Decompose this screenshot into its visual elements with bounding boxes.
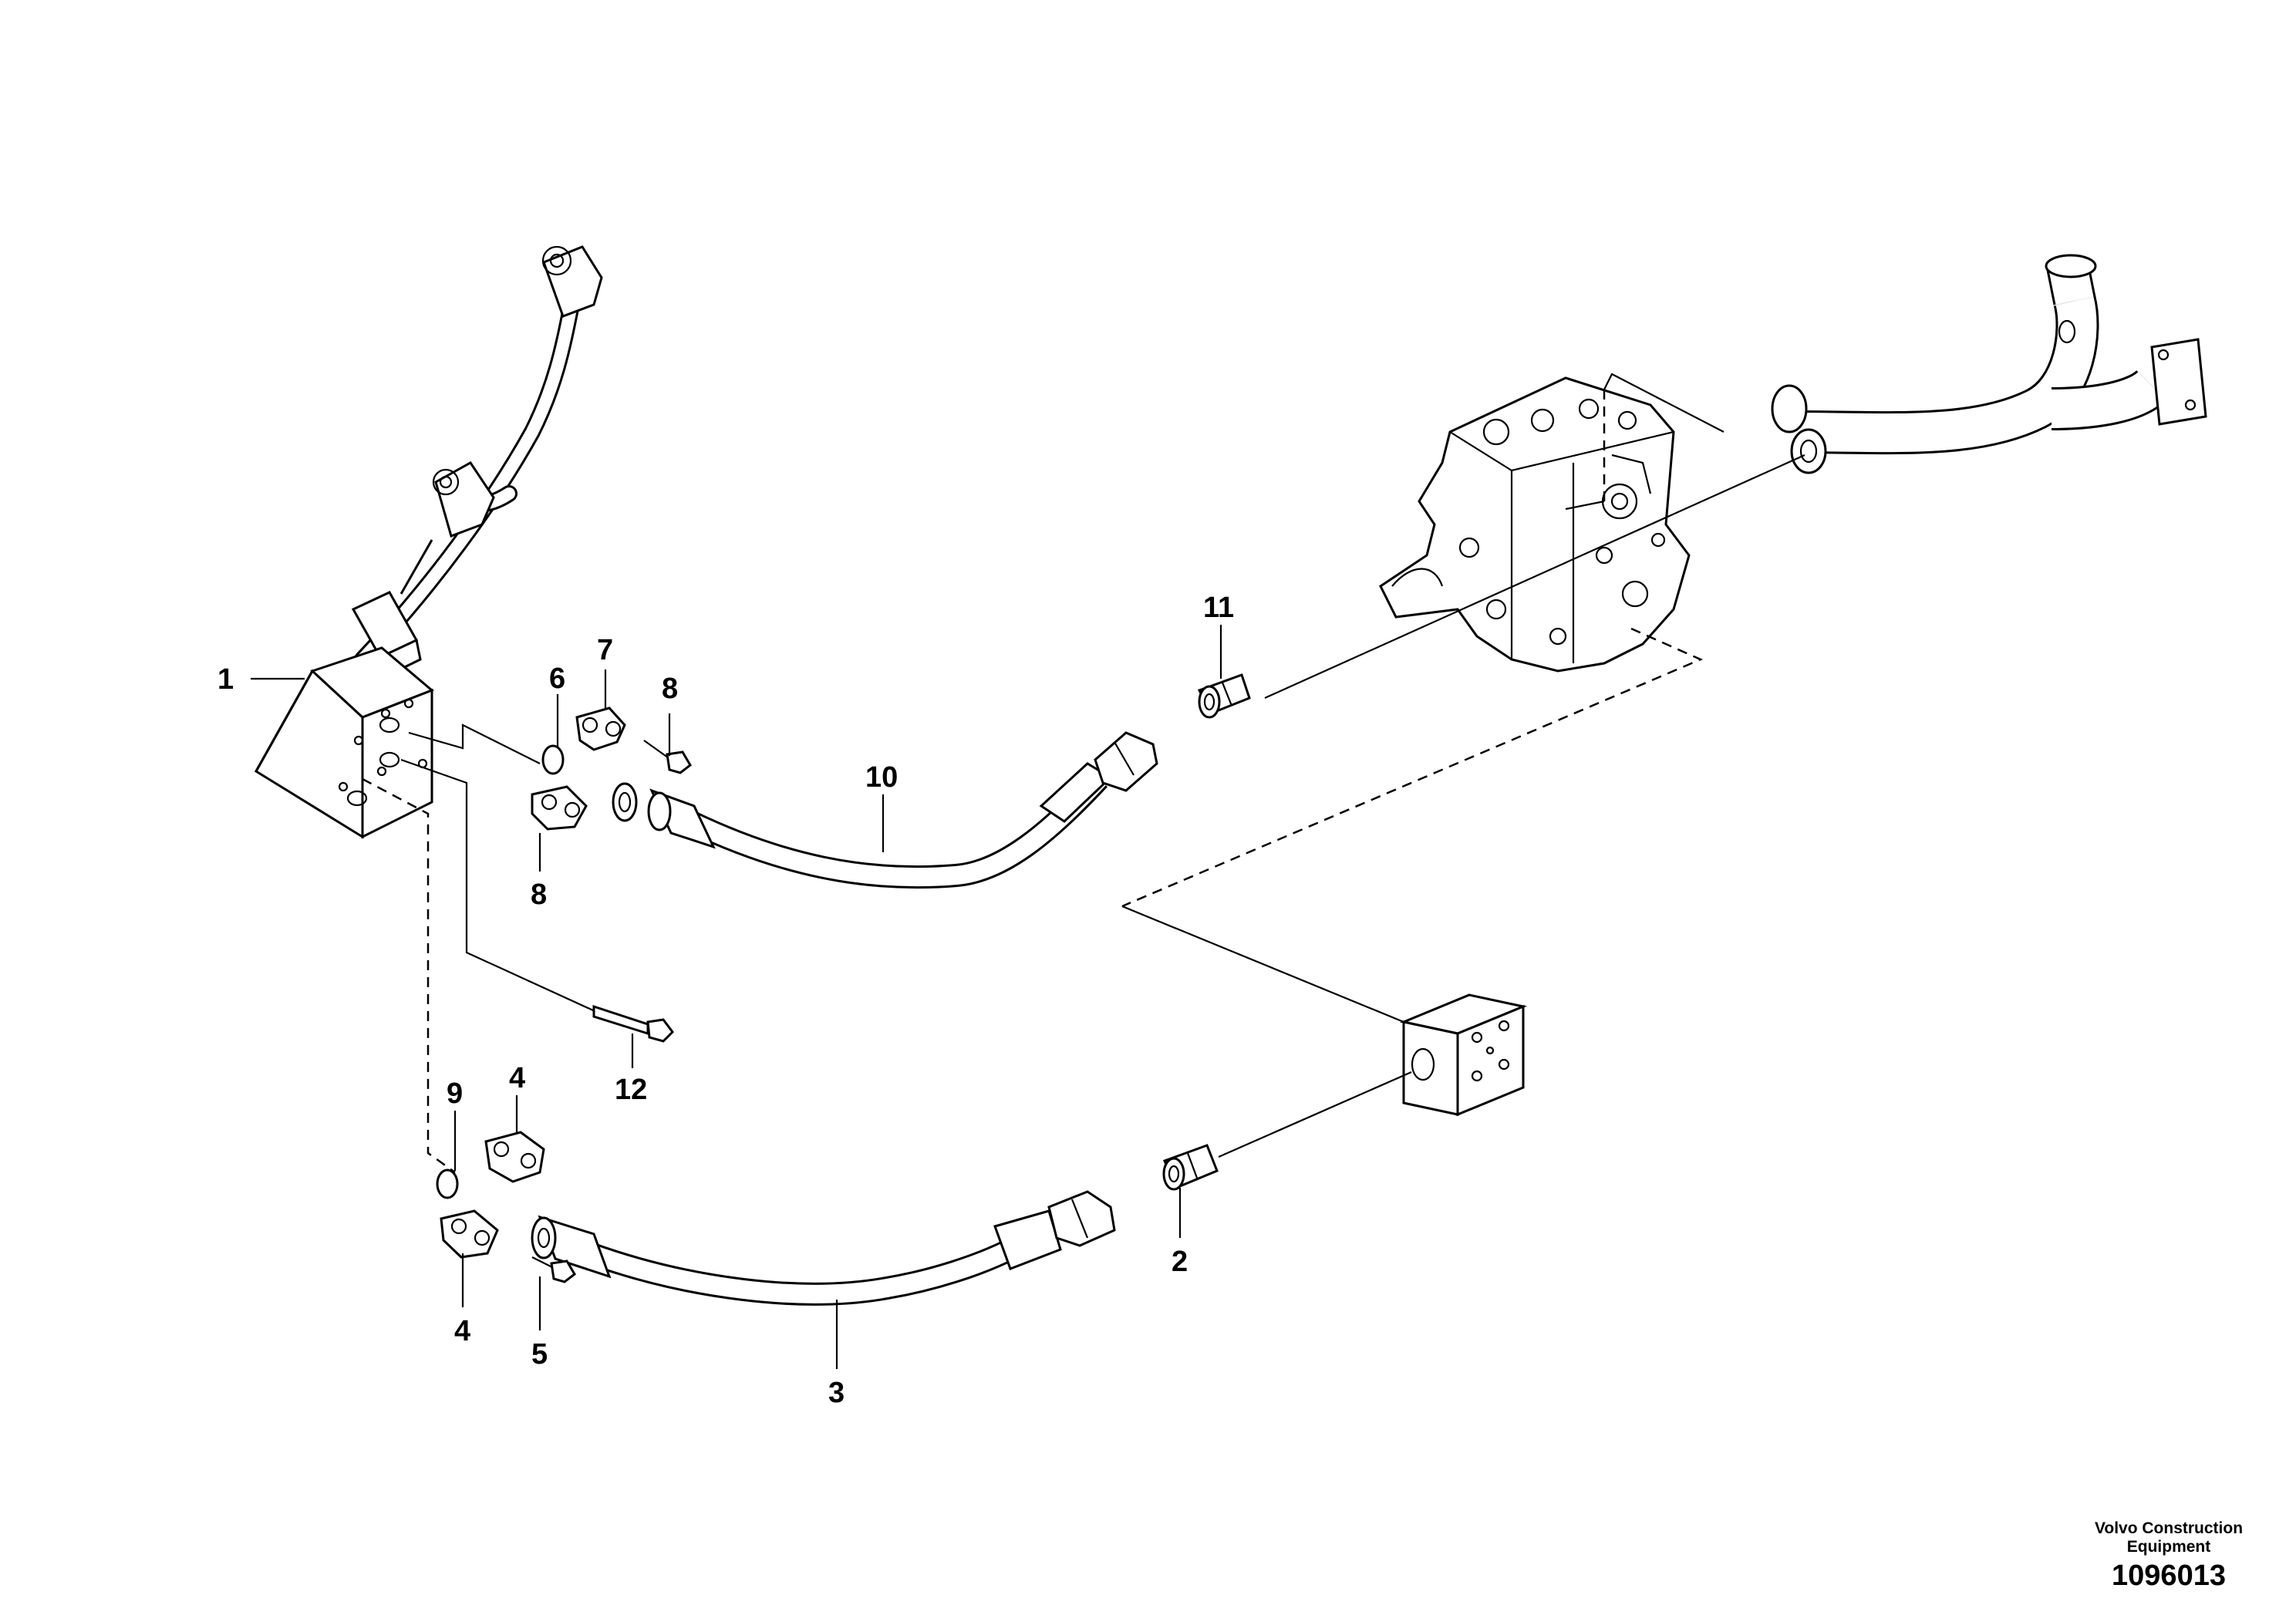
lower-flange-hardware (436, 1131, 576, 1283)
label-11: 11 (1203, 592, 1234, 624)
label-leaders (251, 625, 1222, 1369)
label-12: 12 (615, 1074, 647, 1106)
bolt-12 (592, 1004, 674, 1043)
caption-figure-number: 1096013 (2112, 1560, 2226, 1592)
label-5: 5 (531, 1338, 548, 1371)
connection-lines (362, 373, 1805, 1174)
label-4-upper: 4 (509, 1062, 525, 1094)
hose-assembly-upper (612, 731, 1158, 889)
caption-manufacturer-line2: Equipment (2127, 1538, 2211, 1556)
harness-connector-upper (541, 245, 603, 318)
label-3: 3 (828, 1377, 845, 1409)
adapter-block (1399, 993, 1528, 1117)
diagram-caption: Volvo Construction Equipment 1096013 (2095, 1519, 2243, 1592)
label-9: 9 (447, 1077, 463, 1110)
main-control-valve (1379, 376, 1691, 673)
label-2: 2 (1172, 1246, 1188, 1278)
caption-manufacturer: Volvo Construction (2095, 1519, 2243, 1537)
label-6: 6 (549, 663, 565, 695)
part-labels: 1 6 7 8 8 10 11 12 4 9 4 5 3 2 (217, 592, 1234, 1409)
label-8-upper: 8 (662, 673, 678, 705)
adapter-fitting-2 (1162, 1144, 1219, 1191)
wiring-harness (354, 245, 603, 668)
label-10: 10 (865, 761, 898, 794)
upper-flange-hardware (531, 706, 692, 831)
hydraulic-pipe-upper-right (1771, 254, 2207, 474)
solenoid-valve-block (254, 591, 434, 839)
label-1: 1 (217, 663, 234, 696)
label-7: 7 (597, 634, 613, 666)
hose-assembly-lower (531, 1190, 1116, 1306)
harness-connector-lower (400, 461, 495, 595)
label-4-lower: 4 (454, 1315, 470, 1347)
adapter-fitting-11 (1197, 673, 1251, 719)
label-8-lower: 8 (531, 878, 547, 911)
